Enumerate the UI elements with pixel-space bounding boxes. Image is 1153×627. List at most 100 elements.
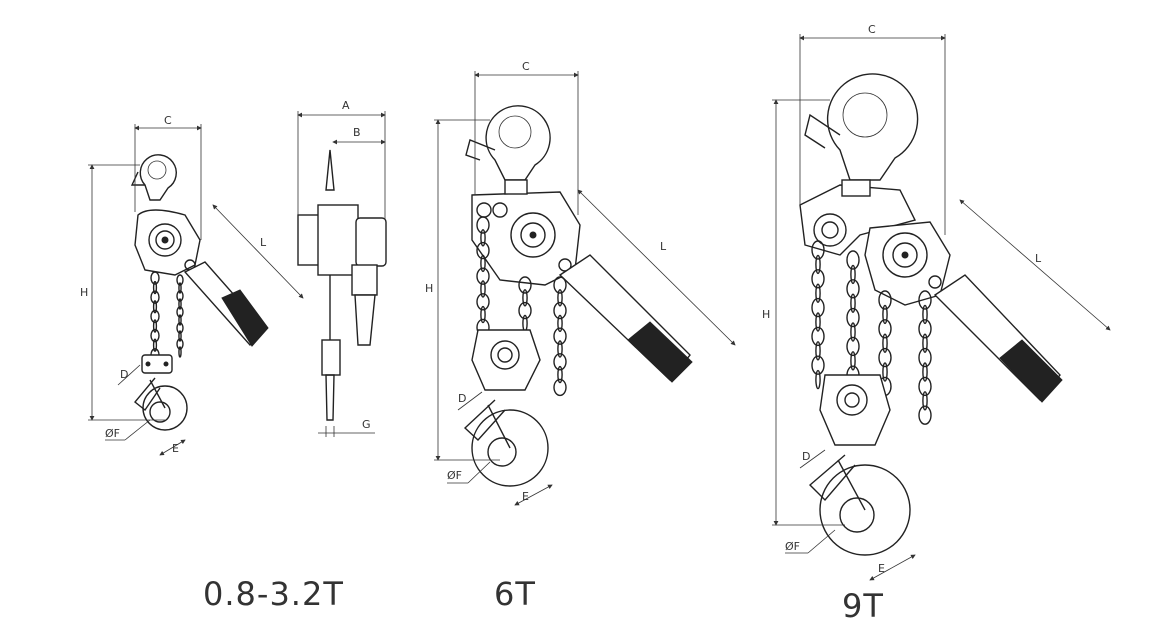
dim-label-g: G <box>362 418 371 431</box>
dim-label-f: ØF <box>105 427 120 440</box>
chain-link <box>882 304 888 325</box>
dim-label-b: B <box>353 126 361 139</box>
chain-link <box>811 240 825 260</box>
hoist-body <box>471 179 581 286</box>
dim-label-f: ØF <box>447 469 462 482</box>
dim-label-c: C <box>868 23 876 36</box>
bottom-hook <box>134 377 188 431</box>
chain-link <box>918 347 932 368</box>
chain-link <box>815 312 821 332</box>
chain-link <box>846 250 860 270</box>
top-hook <box>130 154 177 201</box>
dim-label-h: H <box>425 282 433 295</box>
chain-link <box>878 290 892 310</box>
chain-link <box>152 319 158 333</box>
lever-handle <box>183 261 269 347</box>
chain-link <box>557 365 563 384</box>
chain-link <box>522 314 528 333</box>
load-chain <box>150 271 184 362</box>
dim-label-l: L <box>260 236 267 249</box>
chain-link <box>480 280 486 298</box>
dim-label-c: C <box>522 60 530 73</box>
chain-link <box>476 267 490 285</box>
caption-6t: 6T <box>494 575 536 613</box>
chain-link <box>922 391 928 411</box>
top-hook <box>465 105 551 181</box>
chain-link <box>811 326 825 347</box>
chain-link <box>553 353 567 371</box>
dimensions-small: C H L D ØF E <box>80 114 304 456</box>
chain-link <box>815 341 821 361</box>
chain-link <box>476 216 490 234</box>
dim-label-h: H <box>80 286 88 299</box>
chain-link <box>846 279 860 299</box>
chain-link <box>150 309 160 324</box>
chain-link <box>557 314 563 333</box>
dim-label-d: D <box>458 392 466 405</box>
chain-link <box>815 254 821 275</box>
chain-link <box>922 333 928 353</box>
dim-label-h: H <box>762 308 770 321</box>
dimensions-6t: C H L D ØF E <box>425 60 736 506</box>
chain-link <box>522 289 528 307</box>
chain-link <box>850 351 856 371</box>
chain-link <box>846 336 860 357</box>
hoist-6t-front-view <box>463 105 693 487</box>
chain-link <box>878 347 892 368</box>
chain-link <box>150 271 160 285</box>
chain-link <box>553 276 567 294</box>
chain-link <box>918 290 932 310</box>
chain-link <box>922 362 928 382</box>
hoist-9t-front-view <box>799 73 1063 556</box>
chain-link <box>152 280 158 295</box>
dim-label-e: E <box>522 490 529 503</box>
chain-link <box>178 314 182 326</box>
dim-label-c: C <box>164 114 172 127</box>
chain-link <box>178 330 182 342</box>
chain-link <box>152 300 158 314</box>
chain-link <box>476 293 490 311</box>
chain-link <box>918 376 932 397</box>
bottom-block <box>141 354 173 374</box>
bottom-block <box>819 374 891 446</box>
hoist-body <box>134 209 201 276</box>
chain-link <box>811 269 825 289</box>
bottom-hook <box>463 399 549 487</box>
chain-link <box>553 378 567 397</box>
chain-link <box>878 319 892 339</box>
hoist-body <box>799 179 951 306</box>
chain-link <box>882 333 888 353</box>
dim-label-l: L <box>660 240 667 253</box>
hoist-side-view <box>297 149 387 421</box>
chain-link <box>815 369 821 390</box>
chain-link <box>850 264 856 285</box>
dim-label-e: E <box>878 562 885 575</box>
lever-handle <box>933 274 1063 403</box>
caption-9t: 9T <box>842 587 884 625</box>
chain-link <box>922 304 928 325</box>
lever-handle <box>558 254 693 383</box>
bottom-hook <box>808 454 911 556</box>
hoist-small-front-view <box>130 154 269 431</box>
dimensions-side: A B G <box>297 99 386 437</box>
chain-link <box>178 346 182 358</box>
dim-label-d: D <box>120 368 128 381</box>
dim-label-l: L <box>1035 252 1042 265</box>
dim-label-f: ØF <box>785 540 800 553</box>
chain-link <box>150 290 160 304</box>
chain-link <box>882 362 888 382</box>
chain-link <box>811 355 825 375</box>
chain-link <box>152 338 158 352</box>
chain-link <box>557 289 563 307</box>
chain-link <box>176 306 184 318</box>
chain-link <box>178 298 182 310</box>
chain-link <box>553 327 567 345</box>
chain-link <box>518 276 532 294</box>
chain-link <box>176 290 184 302</box>
bottom-block <box>471 329 541 391</box>
chain-link <box>178 282 182 294</box>
chain-link <box>811 297 825 318</box>
chain-link <box>176 322 184 334</box>
chain-link <box>176 274 184 286</box>
